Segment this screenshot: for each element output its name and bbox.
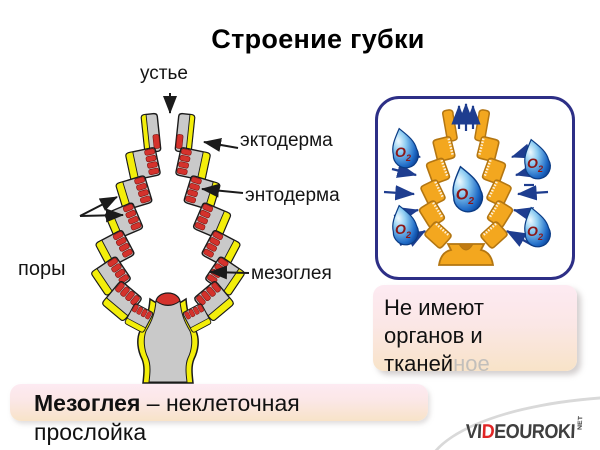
brand-part1: VI [464,421,483,443]
svg-text:O2: O2 [456,185,475,207]
mini-right-wall [473,108,515,251]
mini-sponge [417,108,515,266]
sponge-stalk [137,292,199,384]
pores-arrows [79,196,124,223]
no-organs-line-2: органов и [384,323,483,348]
oxygen-drop: O2 [518,135,554,183]
brand-letter-d: D [481,421,495,443]
no-organs-line-3: тканейное [384,350,577,378]
outflow-arrows [451,102,481,131]
water-flow-diagram: O2 O2 O2 O2 O2 [383,102,554,266]
no-organs-word: тканей [384,351,454,376]
oxygen-drop: O2 [386,201,422,249]
water-flow-panel: O2 O2 O2 O2 O2 [375,96,575,280]
mesoglea-definition-box: Мезоглея – неклеточная прослойка [10,384,428,445]
oxygen-drop: O2 [386,124,422,172]
label-osculum: устье [140,63,188,84]
page-title: Строение губки [211,24,425,54]
mesoglea-term: Мезоглея [34,390,141,416]
mini-left-wall [417,108,459,251]
oxygen-drops: O2 O2 O2 O2 O2 [386,124,554,251]
label-endoderm: энтодерма [245,185,340,206]
ghost-text: ное [453,351,490,376]
oxygen-drop: O2 [518,203,554,251]
svg-text:O2: O2 [527,155,543,174]
endoderm-arrow [201,183,244,198]
svg-text:O2: O2 [395,144,411,163]
label-pores: поры [18,258,66,280]
oxygen-drop: O2 [445,162,487,216]
svg-text:O2: O2 [395,221,411,240]
svg-text:O2: O2 [527,223,543,242]
no-organs-line-1: Не имеют [384,295,484,320]
label-mesoglea: мезоглея [251,263,332,284]
ectoderm-arrow [203,138,239,152]
brand-suffix: NET [576,416,584,430]
mesoglea-arrow [209,265,250,280]
mesoglea-definition: – неклеточная прослойка [34,390,300,445]
brand-part2: EOUROKI [493,421,576,443]
label-ectoderm: эктодерма [240,130,333,151]
no-organs-box: Не имеют органов и тканейное [373,285,577,376]
